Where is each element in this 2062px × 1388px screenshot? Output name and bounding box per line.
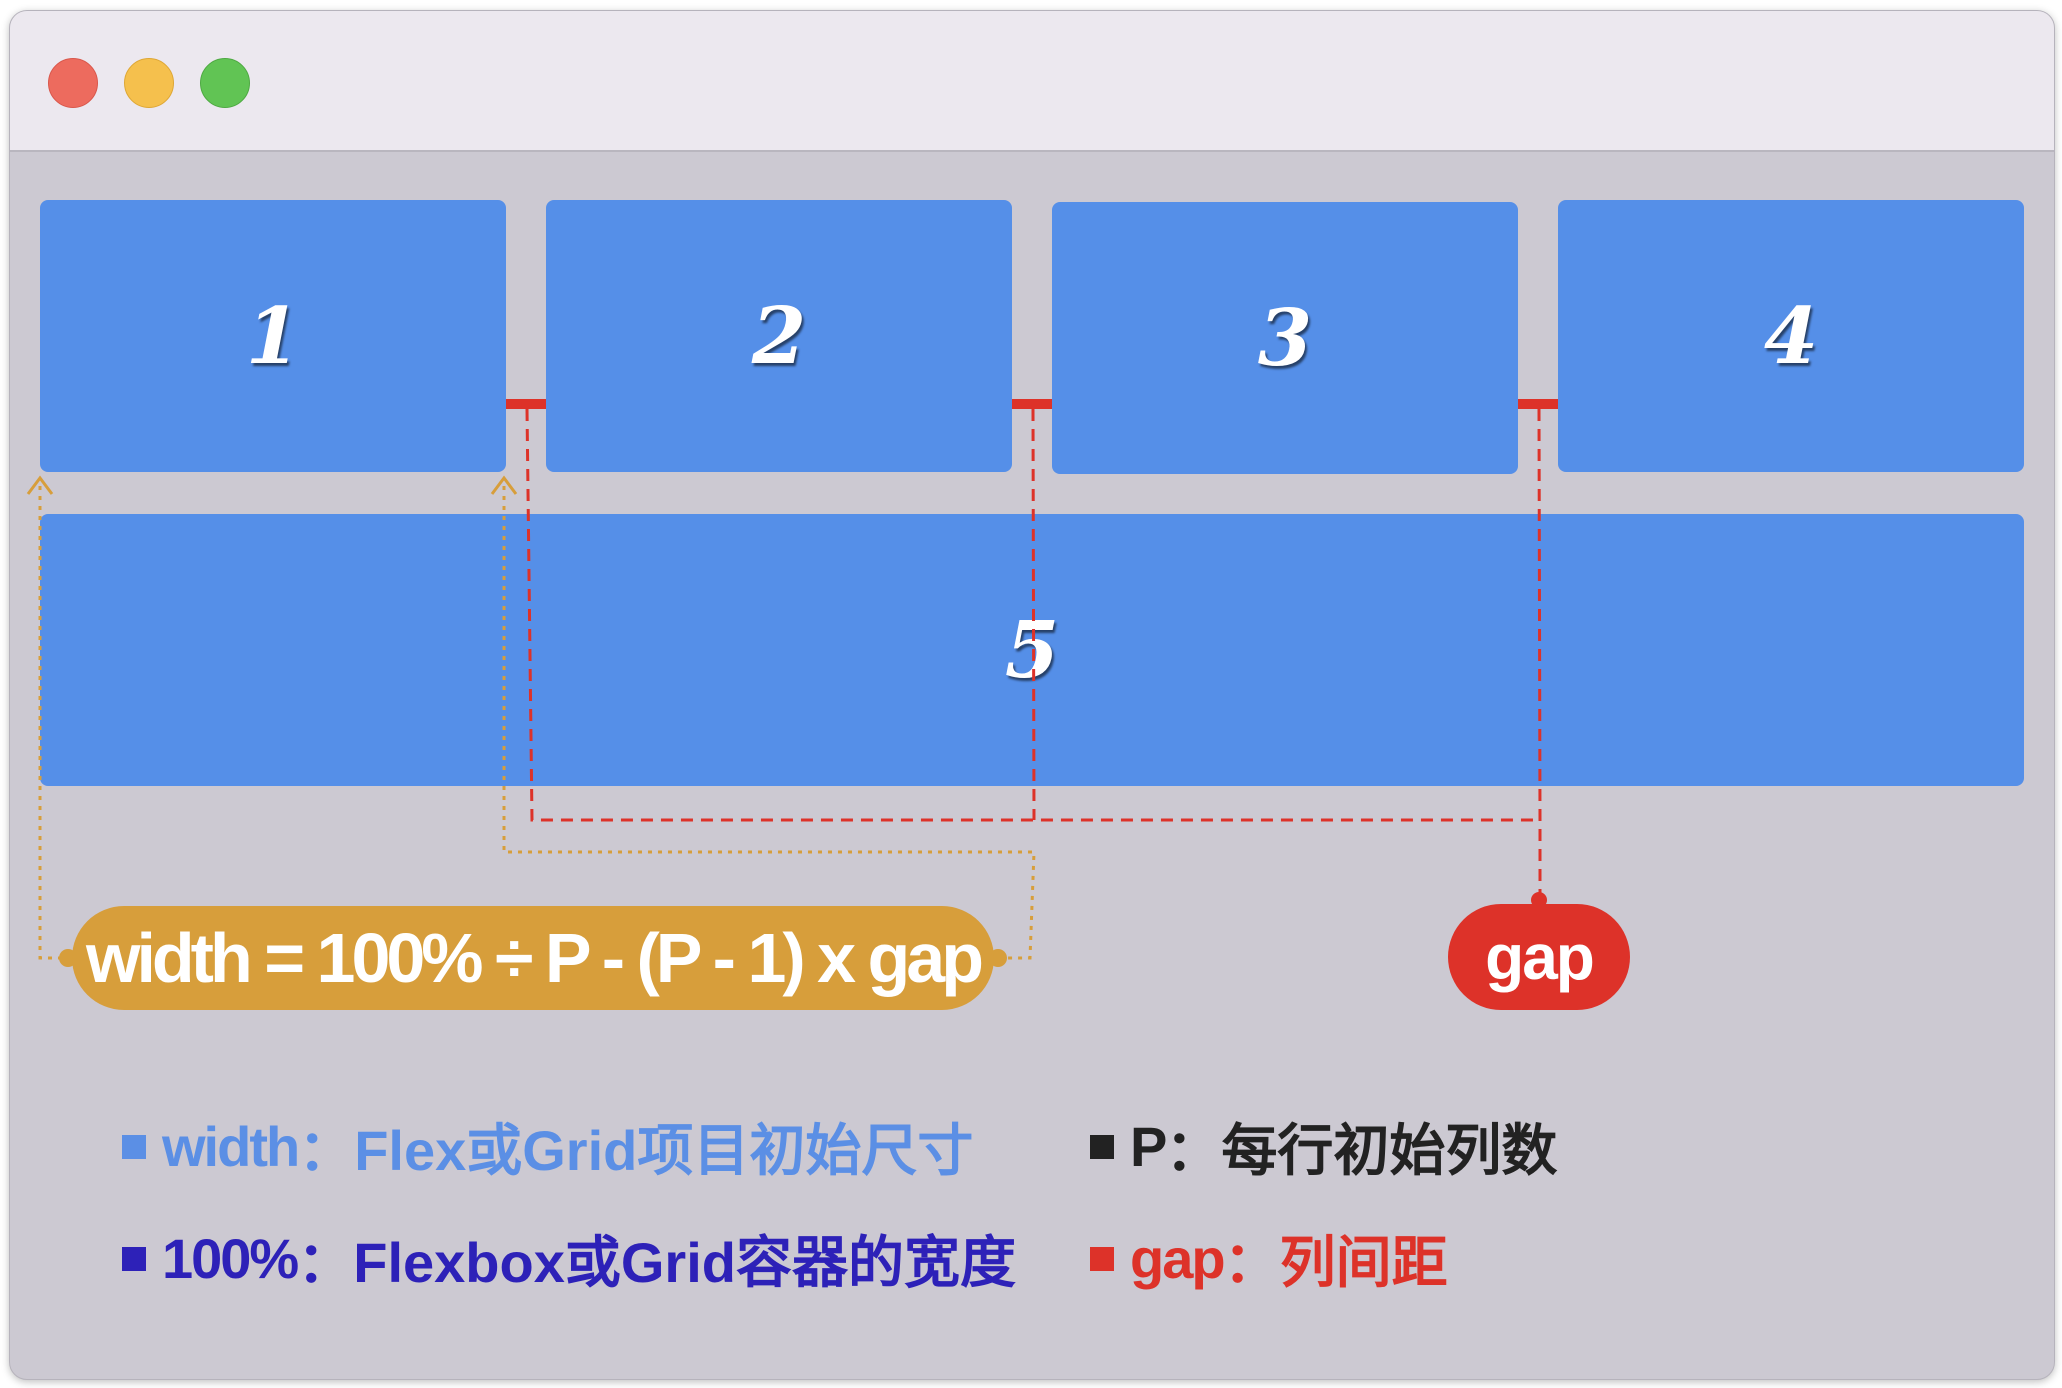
grid-item-1: 1 xyxy=(40,200,506,472)
legend-p-term: P xyxy=(1130,1115,1167,1178)
grid-item-5: 5 xyxy=(40,514,2024,786)
item-2-label: 2 xyxy=(751,290,807,382)
close-button[interactable] xyxy=(48,58,98,108)
legend-gap-swatch xyxy=(1090,1246,1114,1271)
title-bar xyxy=(10,11,2054,152)
legend-gap-term: gap xyxy=(1130,1227,1226,1290)
legend-100-percent-swatch xyxy=(122,1246,146,1271)
maximize-button[interactable] xyxy=(200,58,250,108)
legend-gap-sep: ： xyxy=(1223,1231,1280,1294)
item-1-label: 1 xyxy=(245,290,301,382)
legend-100-percent-desc: Flexbox或Grid容器的宽度 xyxy=(353,1231,1016,1294)
legend-p-swatch xyxy=(1090,1134,1114,1159)
grid-item-2: 2 xyxy=(546,200,1012,472)
legend-100-percent-sep: ： xyxy=(297,1231,354,1294)
gap-pill: gap xyxy=(1448,904,1630,1010)
legend-width: width ： Flex或Grid项目初始尺寸 xyxy=(122,1106,973,1187)
legend-p-desc: 每行初始列数 xyxy=(1221,1119,1558,1182)
grid-item-4: 4 xyxy=(1558,200,2024,472)
width-formula-pill: width = 100% ÷ P - (P - 1) x gap xyxy=(72,906,994,1010)
legend-100-percent-term: 100% xyxy=(162,1227,299,1290)
item-4-label: 4 xyxy=(1763,290,1819,382)
legend-100-percent: 100% ： Flexbox或Grid容器的宽度 xyxy=(122,1218,1016,1299)
width-formula-text: width = 100% ÷ P - (P - 1) x gap xyxy=(86,919,984,997)
legend-gap-desc: 列间距 xyxy=(1279,1231,1448,1294)
gap-pill-text: gap xyxy=(1485,921,1595,993)
legend-p: P ： 每行初始列数 xyxy=(1090,1106,1557,1187)
legend-p-sep: ： xyxy=(1165,1119,1222,1182)
grid-item-3: 3 xyxy=(1052,202,1518,474)
legend-width-swatch xyxy=(122,1134,146,1159)
minimize-button[interactable] xyxy=(124,58,174,108)
legend-width-term: width xyxy=(162,1115,300,1178)
item-3-label: 3 xyxy=(1257,292,1313,384)
legend-gap: gap ： 列间距 xyxy=(1090,1218,1448,1299)
legend-width-desc: Flex或Grid项目初始尺寸 xyxy=(354,1119,974,1182)
legend-width-sep: ： xyxy=(298,1119,355,1182)
item-5-label: 5 xyxy=(1004,604,1060,696)
